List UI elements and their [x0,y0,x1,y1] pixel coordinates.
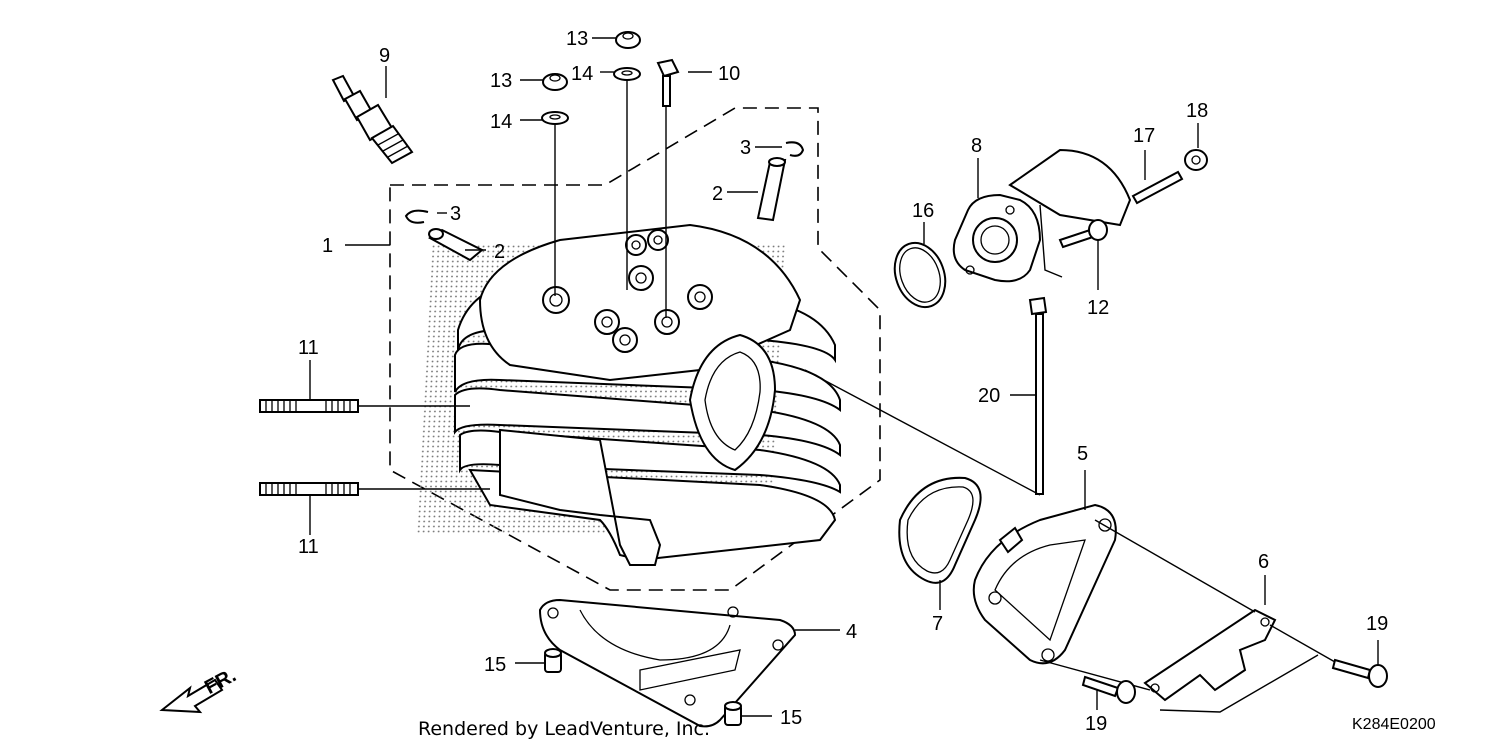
callout-20: 20 [978,385,1000,407]
callout-10: 10 [718,63,740,85]
callout-7: 7 [932,613,943,635]
callout-12: 12 [1087,297,1109,319]
callout-3-right: 3 [740,137,751,159]
bolt-19-left [1081,675,1136,704]
callout-19-right: 19 [1366,613,1388,635]
callout-5: 5 [1077,443,1088,465]
bolt-10 [656,58,680,107]
callout-9: 9 [379,45,390,67]
callout-2-right: 2 [712,183,723,205]
cover-5 [972,503,1117,665]
clip-3-left [404,209,429,224]
callout-14-top: 14 [571,63,593,85]
callout-6: 6 [1258,551,1269,573]
stud-11-bottom [259,482,359,496]
callout-13-left: 13 [490,70,512,92]
callout-14-left: 14 [490,111,512,133]
render-credit: Rendered by LeadVenture, Inc. [418,718,711,740]
valve-guide-2-left [428,228,484,262]
callout-8: 8 [971,135,982,157]
callout-11-bottom: 11 [298,536,319,558]
callout-1: 1 [322,235,333,257]
callout-2-left: 2 [494,241,505,263]
bracket-6 [1143,608,1277,702]
nut-18 [1184,149,1208,171]
stud-11-top [259,399,359,413]
callout-19-left: 19 [1085,713,1107,735]
o-ring-16 [893,241,947,309]
nut-13-left [542,73,568,91]
front-direction-arrow [159,678,224,714]
cylinder-head [416,223,841,566]
spark-plug [331,74,414,165]
callout-13-top: 13 [566,28,588,50]
dowel-15-left [544,648,562,673]
callout-18: 18 [1186,100,1208,122]
callout-15-left: 15 [484,654,506,676]
callout-11-top: 11 [298,337,319,359]
callout-3-left: 3 [450,203,461,225]
callout-17: 17 [1133,125,1155,147]
head-gasket [538,598,797,728]
bolt-12 [1058,219,1108,249]
callout-16: 16 [912,200,934,222]
clip-3-right [785,141,805,157]
stud-17 [1131,170,1184,205]
bolt-20 [1028,296,1048,495]
washer-14-top [613,67,641,81]
diagram-code: K284E0200 [1352,716,1436,733]
washer-14-left [541,111,569,125]
gasket-7 [898,476,982,584]
callout-15-right: 15 [780,707,802,729]
intake-manifold [952,148,1132,283]
assembly-outline [389,107,881,591]
callout-4: 4 [846,621,857,643]
valve-guide-2-right [756,157,787,222]
nut-13-top [615,31,641,49]
bolt-19-right [1331,658,1388,688]
dowel-15-right [724,701,742,726]
